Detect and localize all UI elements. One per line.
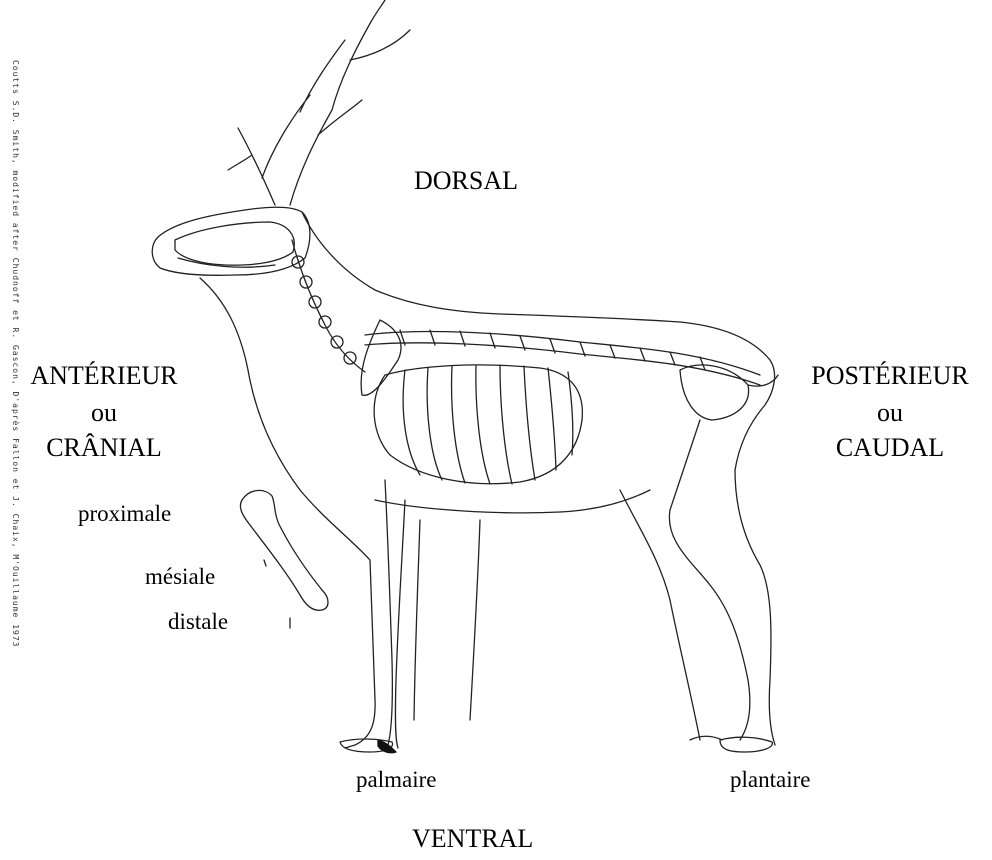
label-proximale: proximale	[78, 502, 171, 525]
label-anterior-ou: ou	[4, 400, 204, 426]
front-leg-bones	[385, 480, 392, 745]
label-palmaire: palmaire	[356, 768, 436, 791]
antler-right	[290, 0, 410, 205]
label-plantaire: plantaire	[730, 768, 810, 791]
label-posterior: POSTÉRIEUR	[795, 363, 985, 389]
scapula	[361, 320, 401, 395]
antler-left	[228, 40, 345, 205]
front-leg-2	[414, 520, 480, 720]
pelvis	[680, 365, 749, 420]
femur-bone	[240, 490, 328, 610]
label-anterior: ANTÉRIEUR	[4, 363, 204, 389]
hind-leg-front	[620, 490, 700, 740]
hind-leg-2	[735, 470, 775, 745]
label-posterior-ou: ou	[795, 400, 985, 426]
label-distale: distale	[168, 610, 228, 633]
label-dorsal: DORSAL	[414, 168, 518, 194]
neck-front	[200, 278, 370, 560]
skull-outline	[175, 222, 294, 265]
hind-leg-1	[669, 420, 750, 740]
label-mesiale: mésiale	[145, 565, 215, 588]
label-ventral: VENTRAL	[412, 826, 533, 852]
rump-outline	[735, 360, 775, 470]
front-leg-1	[345, 500, 405, 748]
body-outline	[375, 490, 650, 513]
label-caudal: CAUDAL	[795, 435, 985, 461]
label-cranial: CRÂNIAL	[4, 435, 204, 461]
